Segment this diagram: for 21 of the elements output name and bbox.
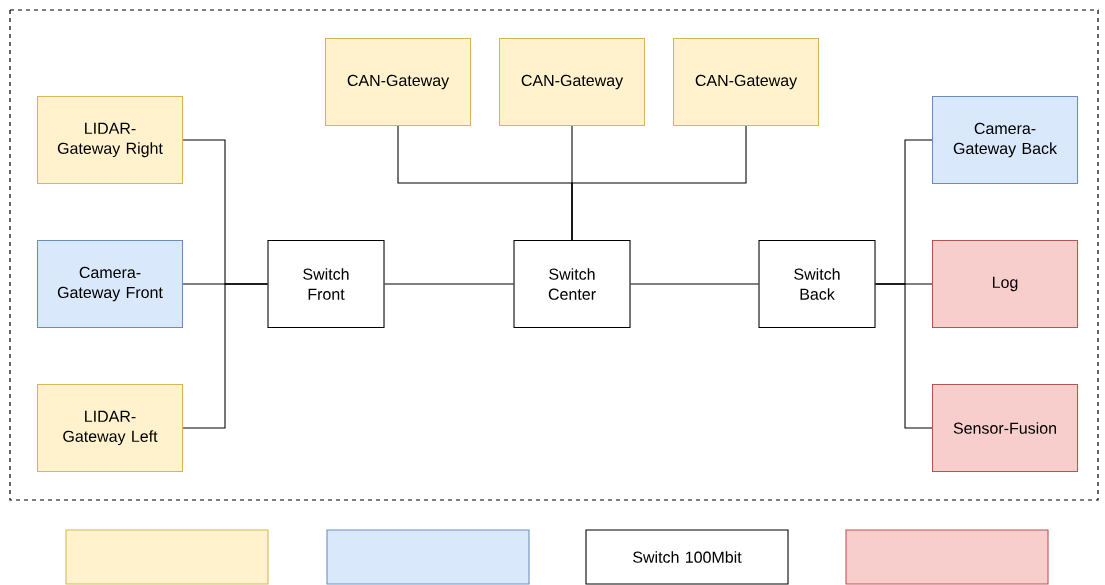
gateway-box: CAN-Gateway: [324, 37, 472, 127]
gateway-box: CAN-Gateway: [498, 37, 646, 127]
key-box: Switch 100Mbit: [585, 529, 789, 585]
gateway-box: Camera-Gateway Front: [36, 239, 184, 329]
connector-line: [384, 283, 514, 285]
gateway-box: LIDAR-Gateway Right: [36, 95, 184, 185]
switch-box: Switch Back: [758, 239, 876, 329]
key-box: [845, 529, 1049, 585]
key-box: [65, 529, 269, 585]
connector-line: [875, 283, 933, 429]
gateway-box: CAN-Gateway: [672, 37, 820, 127]
process-box: Sensor-Fusion: [931, 383, 1079, 473]
key-box: [326, 529, 530, 585]
gateway-box: LIDAR-Gateway Left: [36, 383, 184, 473]
gateway-box: Camera-Gateway Back: [931, 95, 1079, 185]
process-box: Log: [931, 239, 1079, 329]
connector-line: [630, 283, 759, 285]
switch-box: Switch Front: [267, 239, 385, 329]
connector-line: [571, 125, 747, 241]
connector-line: [182, 283, 268, 429]
switch-box: Switch Center: [513, 239, 631, 329]
